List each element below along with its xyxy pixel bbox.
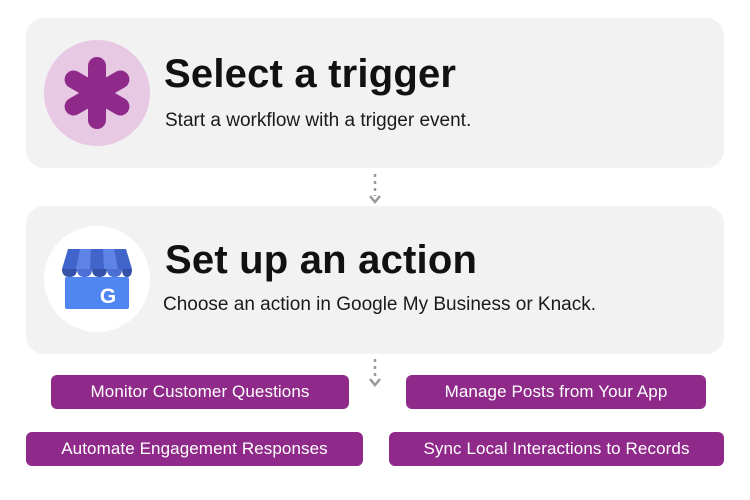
trigger-subtitle: Start a workflow with a trigger event. <box>165 110 472 131</box>
asterisk-icon <box>64 57 130 129</box>
action-pill-manage-posts[interactable]: Manage Posts from Your App <box>406 375 706 409</box>
action-title: Set up an action <box>165 238 478 282</box>
google-my-business-icon: G <box>62 249 132 309</box>
trigger-icon-badge <box>44 40 150 146</box>
action-pill-automate-responses[interactable]: Automate Engagement Responses <box>26 432 363 466</box>
trigger-title: Select a trigger <box>164 52 457 96</box>
action-pill-monitor-questions[interactable]: Monitor Customer Questions <box>51 375 349 409</box>
svg-text:G: G <box>100 285 116 308</box>
flow-connector-arrow <box>369 174 381 204</box>
action-pill-sync-interactions[interactable]: Sync Local Interactions to Records <box>389 432 724 466</box>
action-subtitle: Choose an action in Google My Business o… <box>163 294 597 315</box>
action-icon-badge: G <box>44 226 150 332</box>
flow-connector-arrow <box>369 359 381 387</box>
